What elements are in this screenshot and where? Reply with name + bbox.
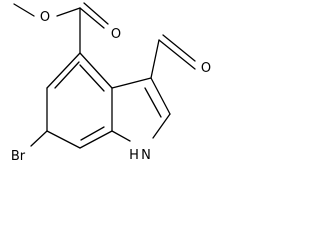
bond-carbonyl-c-o-double-b bbox=[83, 2, 109, 25]
bond-c3a-c3 bbox=[111, 77, 152, 89]
atom-label-indole-nitrogen: N bbox=[141, 148, 151, 163]
bond-c7-c7a-inner bbox=[80, 126, 105, 141]
atom-label-indole-nh-hydrogen: H bbox=[129, 148, 139, 163]
molecule-structure: O O O Br H N bbox=[11, 2, 211, 164]
bond-aldehyde-c-o-double-a bbox=[158, 39, 196, 70]
bond-c2-n1 bbox=[152, 113, 171, 139]
atom-label-bromine: Br bbox=[11, 149, 26, 164]
bond-c4-c5-inner bbox=[54, 61, 80, 89]
atom-label-aldehyde-oxygen: O bbox=[201, 61, 211, 76]
atom-label-ester-carbonyl-oxygen: O bbox=[111, 27, 121, 42]
atom-label-ester-ether-oxygen: O bbox=[40, 10, 50, 25]
bond-aldehyde-c-o-double-b bbox=[162, 34, 196, 62]
bond-carbonyl-c-o-double-a bbox=[79, 7, 105, 29]
bond-c6-bromine bbox=[30, 130, 48, 147]
bond-c7-c7a bbox=[79, 130, 113, 149]
bond-c3-c2-inner bbox=[144, 87, 162, 118]
bond-c6-c7 bbox=[46, 130, 81, 149]
bond-c3-c2 bbox=[150, 77, 171, 115]
bond-c3a-c4 bbox=[79, 52, 113, 89]
bond-c4-c5 bbox=[46, 52, 81, 89]
bond-c3-aldehyde-carbon bbox=[150, 39, 160, 79]
bond-n1-c7a bbox=[111, 130, 131, 142]
bond-ether-oxygen-carbonyl bbox=[56, 7, 81, 17]
bond-c3a-c4-inner bbox=[79, 64, 105, 92]
bond-methyl-oxygen bbox=[13, 3, 35, 17]
